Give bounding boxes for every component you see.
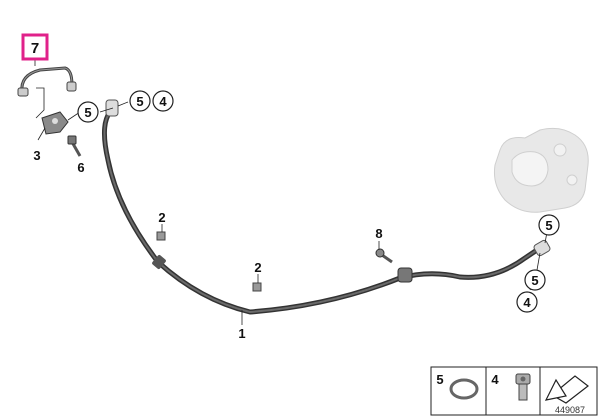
callout-label-part-3: 3 [33, 148, 40, 163]
leader-lines [34, 58, 548, 325]
legend-label-item-4: 4 [491, 372, 499, 387]
callout-label-part-5-upper-mid: 5 [136, 94, 143, 109]
callout-label-part-7: 7 [31, 40, 39, 57]
callout-label-part-4-right: 4 [523, 295, 531, 310]
callout-label-part-2-upper: 2 [158, 210, 165, 225]
brake-hose [102, 99, 551, 315]
callout-label-part-5-right-lower: 5 [531, 273, 538, 288]
arrow-icon [544, 375, 589, 404]
bolt-part-8 [375, 248, 393, 264]
callout-part-4-upper-mid: 4 [152, 90, 174, 112]
bolt-part-6 [67, 135, 82, 157]
diagram-number: 449087 [555, 405, 585, 415]
callout-label-part-8: 8 [375, 226, 382, 241]
callout-label-part-5-upper-left: 5 [84, 105, 91, 120]
callout-label-part-2-lower: 2 [254, 260, 261, 275]
legend-label-item-5: 5 [436, 372, 443, 387]
clip-part-2-upper [156, 231, 166, 241]
brake-caliper [494, 127, 589, 213]
callout-part-5-upper-left: 5 [77, 101, 99, 123]
sealing-ring-icon [449, 378, 479, 400]
callout-part-4-right: 4 [516, 291, 538, 313]
callout-label-part-5-right-upper: 5 [545, 218, 552, 233]
brake-line-part-7 [17, 66, 77, 119]
hollow-bolt-icon [515, 373, 531, 401]
clip-part-2-lower [252, 282, 262, 292]
callout-part-5-upper-mid: 5 [129, 90, 151, 112]
callout-label-part-1: 1 [238, 326, 245, 341]
callout-part-5-right-upper: 5 [538, 214, 560, 236]
callout-label-part-4-upper-mid: 4 [159, 94, 167, 109]
bracket-part-3 [41, 111, 69, 135]
callout-label-part-6: 6 [77, 160, 84, 175]
parts-legend: 5 4 [430, 366, 598, 416]
callout-part-7: 7 [21, 33, 49, 61]
callout-part-5-right-lower: 5 [524, 269, 546, 291]
